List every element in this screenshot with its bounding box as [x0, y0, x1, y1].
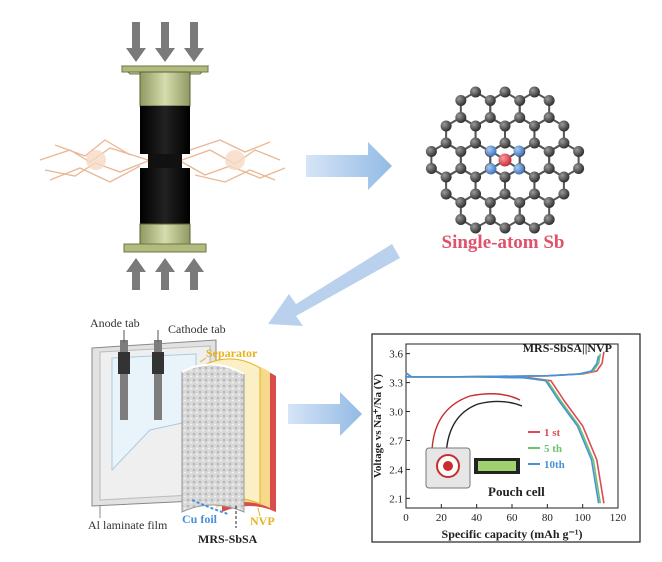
nitrogen-atom — [485, 163, 497, 175]
nitrogen-atom — [513, 145, 525, 157]
carbon-atom — [440, 188, 452, 200]
x-tick-label: 60 — [507, 512, 519, 524]
carbon-atom — [543, 146, 555, 157]
graphene-lattice — [425, 86, 585, 234]
carbon-atom — [470, 86, 482, 98]
carbon-atom — [543, 214, 555, 225]
carbon-atom — [499, 188, 511, 200]
carbon-atom — [528, 86, 540, 98]
carbon-atom — [543, 95, 555, 106]
label-cathode-tab: Cathode tab — [168, 322, 226, 336]
carbon-atom — [573, 163, 585, 174]
carbon-atom — [470, 188, 482, 200]
carbon-atom — [573, 146, 585, 157]
y-tick-label: 2.4 — [389, 464, 403, 476]
pressure-arrows-top — [126, 22, 204, 62]
y-tick-label: 3.3 — [389, 378, 403, 390]
series-discharge-line — [406, 376, 600, 504]
nitrogen-atom — [485, 145, 497, 157]
chart-border — [371, 333, 641, 543]
x-tick-label: 20 — [436, 512, 448, 524]
x-tick-label: 100 — [574, 512, 591, 524]
legend-label: 1 st — [544, 427, 561, 439]
carbon-atom — [528, 171, 540, 183]
carbon-atom — [440, 137, 452, 149]
carbon-atom — [425, 146, 437, 157]
chart-title: MRS-SbSA||NVP — [523, 341, 612, 355]
pouch-cell-annotation: Pouch cell — [488, 484, 545, 499]
carbon-atom — [514, 95, 526, 106]
carbon-atom — [514, 214, 526, 225]
carbon-atom — [543, 112, 555, 123]
x-axis-label: Specific capacity (mAh g⁻¹) — [442, 527, 583, 541]
carbon-atom — [470, 137, 482, 149]
carbon-atom — [455, 146, 467, 157]
carbon-atom — [499, 86, 511, 98]
carbon-atom — [455, 197, 467, 208]
carbon-atom — [484, 112, 496, 123]
carbon-atom — [484, 95, 496, 106]
carbon-atom — [514, 197, 526, 208]
carbon-atom — [499, 137, 511, 149]
carbon-atom — [528, 120, 540, 132]
axis-ticks: 0 20 40 60 80 100 120 2.1 2.4 2.7 3.0 3.3 3.6Specifi… — [372, 341, 627, 541]
carbon-atom — [499, 171, 511, 183]
carbon-atom — [499, 222, 511, 234]
carbon-atom — [514, 112, 526, 123]
y-axis-label: Voltage vs Na⁺/Na (V) — [372, 374, 384, 478]
carbon-atom — [470, 171, 482, 183]
chart-series: 1 st 5 th 10th — [405, 351, 605, 504]
carbon-atom — [528, 222, 540, 234]
process-arrow-right — [306, 142, 392, 190]
y-tick-label: 2.7 — [389, 435, 403, 447]
carbon-atom — [425, 163, 437, 174]
antimony-atom — [498, 153, 512, 167]
y-tick-label: 3.0 — [389, 407, 403, 419]
carbon-atom — [499, 120, 511, 132]
carbon-atom — [455, 95, 467, 106]
carbon-atom — [558, 137, 570, 149]
press-apparatus — [39, 22, 286, 290]
x-tick-label: 120 — [610, 512, 627, 524]
pressure-arrows-bottom — [126, 258, 204, 290]
x-tick-label: 80 — [542, 512, 554, 524]
carbon-atom — [558, 188, 570, 200]
carbon-atom — [455, 163, 467, 174]
carbon-atom — [484, 197, 496, 208]
label-nvp: NVP — [250, 514, 275, 528]
carbon-atom — [558, 120, 570, 132]
carbon-atom — [470, 120, 482, 132]
carbon-atom — [484, 214, 496, 225]
label-cu-foil: Cu foil — [182, 512, 218, 526]
label-anode-tab: Anode tab — [90, 316, 140, 330]
label-al-laminate-film: Al laminate film — [88, 518, 168, 532]
legend-label: 10th — [544, 459, 565, 471]
y-tick-label: 3.6 — [389, 349, 403, 361]
carbon-atom — [543, 163, 555, 174]
carbon-atom — [440, 120, 452, 132]
label-separator: Separator — [206, 346, 258, 360]
pouch-cell-photo — [425, 393, 523, 489]
pouch-cell-schematic — [91, 330, 276, 528]
carbon-atom — [528, 188, 540, 200]
carbon-atom — [455, 214, 467, 225]
carbon-atom — [558, 171, 570, 183]
y-tick-label: 2.1 — [389, 493, 403, 505]
carbon-atom — [455, 112, 467, 123]
process-arrow-to-chart — [288, 392, 362, 436]
carbon-atom — [440, 171, 452, 183]
carbon-atom — [470, 222, 482, 234]
x-tick-label: 0 — [403, 512, 409, 524]
label-mrs-sbsa: MRS-SbSA — [198, 532, 258, 546]
carbon-atom — [543, 197, 555, 208]
single-atom-sb-title: Single-atom Sb — [441, 232, 565, 253]
nitrogen-atom — [513, 163, 525, 175]
legend-label: 5 th — [544, 443, 562, 455]
carbon-atom — [528, 137, 540, 149]
x-tick-label: 40 — [471, 512, 483, 524]
process-arrow-down-left — [268, 244, 400, 326]
voltage-chart: 0 20 40 60 80 100 120 2.1 2.4 2.7 3.0 3.3 3.6Specifi… — [371, 333, 641, 543]
